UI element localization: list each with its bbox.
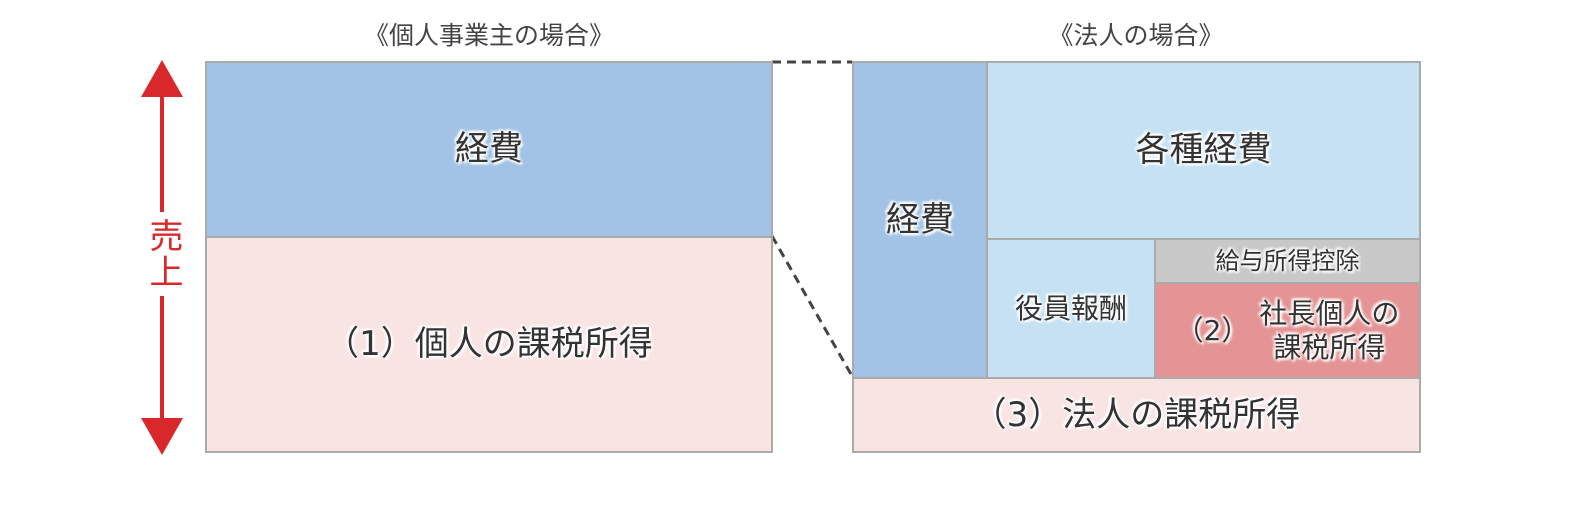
arrow-down-icon	[141, 418, 183, 455]
individual-expenses-block: 経費	[205, 61, 773, 238]
president-taxable-income-block: （2） 社長個人の 課税所得	[1154, 282, 1421, 379]
officer-pay-block: 役員報酬	[986, 238, 1156, 379]
arrow-up-icon	[141, 60, 183, 97]
president-income-text: 社長個人の 課税所得	[1259, 297, 1399, 364]
connector-dashes	[770, 60, 854, 377]
individual-expenses-label: 経費	[455, 129, 523, 170]
president-income-line2: 課税所得	[1273, 330, 1386, 364]
officer-pay-label: 役員報酬	[1014, 291, 1127, 325]
corporate-taxable-income-label: （3）法人の課税所得	[972, 394, 1301, 435]
sales-axis-label: 売上	[143, 212, 183, 296]
corporation-heading: 《法人の場合》	[1048, 21, 1224, 50]
president-income-number: （2）	[1175, 313, 1250, 347]
individual-taxable-income-block: （1）個人の課税所得	[205, 236, 773, 453]
individual-taxable-income-label: （1）個人の課税所得	[325, 324, 653, 365]
individual-heading: 《個人事業主の場合》	[363, 21, 615, 50]
other-expenses-label: 各種経費	[1135, 130, 1272, 171]
corporate-expenses-block: 経費	[852, 61, 988, 379]
salary-deduction-label: 給与所得控除	[1215, 246, 1360, 275]
corporate-expenses-label: 経費	[886, 199, 954, 240]
president-income-line1: 社長個人の	[1259, 296, 1400, 330]
salary-deduction-block: 給与所得控除	[1154, 238, 1421, 284]
other-expenses-block: 各種経費	[986, 61, 1421, 240]
corporate-taxable-income-block: （3）法人の課税所得	[852, 377, 1421, 453]
